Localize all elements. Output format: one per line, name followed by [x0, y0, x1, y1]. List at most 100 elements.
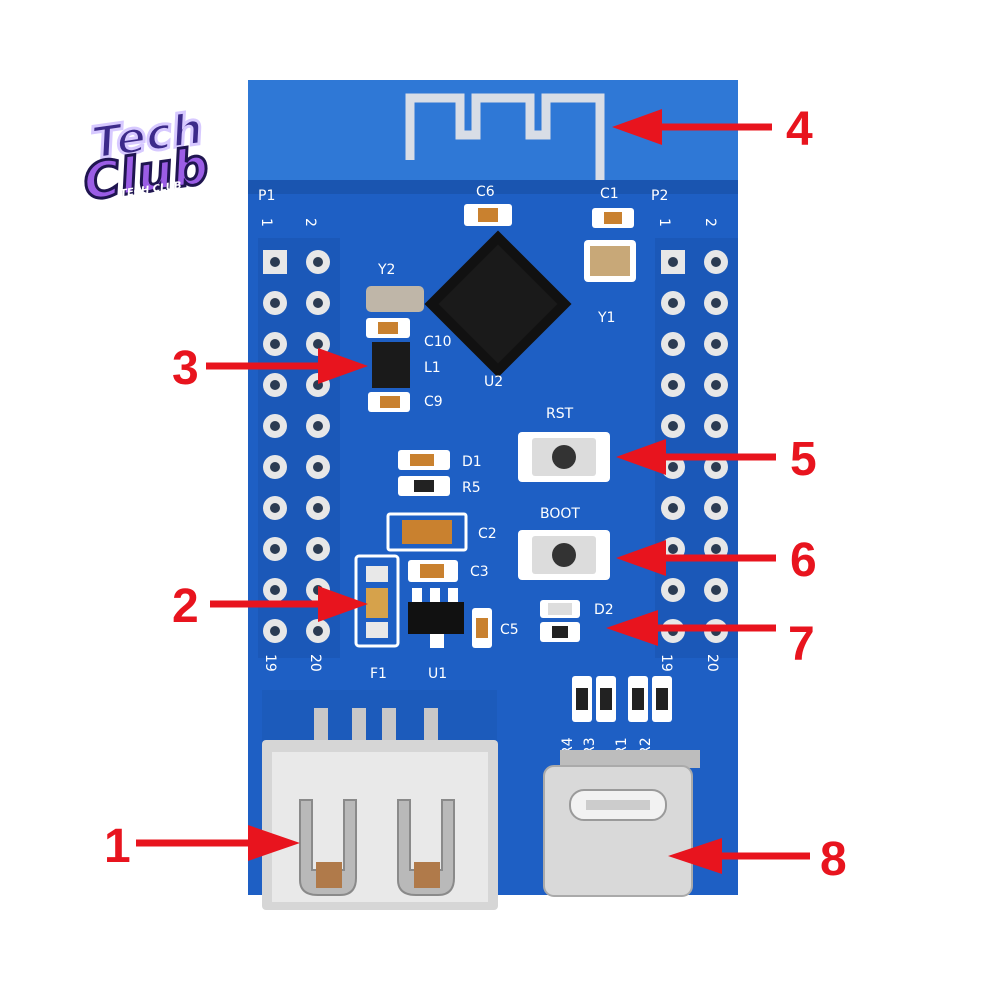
capacitor-c2	[386, 512, 468, 552]
reset-button[interactable]	[518, 432, 610, 482]
callout-3: 3	[172, 342, 368, 395]
tech-club-logo: Tech Club TECH CLUB	[78, 102, 213, 213]
label-c9: C9	[424, 394, 443, 410]
callout-5: 5	[616, 433, 817, 486]
p1-pin-hole	[270, 503, 280, 513]
usb-a-connector	[262, 708, 498, 910]
usb-c-connector	[543, 750, 700, 897]
resistor-array	[572, 676, 672, 722]
label-r5: R5	[462, 480, 481, 496]
label-c3: C3	[470, 564, 489, 580]
led-d1	[398, 450, 450, 470]
p2-pin-hole	[711, 462, 721, 472]
capacitor-c3	[408, 560, 458, 582]
label-boot: BOOT	[540, 506, 580, 522]
callout-2: 2	[172, 580, 368, 633]
capacitor-c1	[592, 208, 634, 228]
capacitor-c5	[472, 608, 492, 648]
p2-pin-hole	[668, 585, 678, 595]
p1-pin-hole	[313, 298, 323, 308]
label-d1: D1	[462, 454, 482, 470]
p2-pin-hole	[668, 462, 678, 472]
callout-6-label: 6	[790, 534, 817, 587]
p1-pin-hole	[313, 257, 323, 267]
p2-pin-hole	[711, 585, 721, 595]
callout-6: 6	[616, 534, 817, 587]
p2-pin-hole	[668, 544, 678, 554]
p2-pin-hole	[668, 339, 678, 349]
header-p2-label: P2	[651, 188, 668, 204]
capacitor-c10	[366, 318, 410, 338]
p1-pin-hole	[270, 544, 280, 554]
p2-pin-hole	[711, 421, 721, 431]
label-u1: U1	[428, 666, 447, 682]
p1-pin-hole	[270, 380, 280, 390]
p1-pin-hole	[313, 462, 323, 472]
p2-pin-hole	[711, 380, 721, 390]
p2-pin-hole	[668, 298, 678, 308]
crystal-y1	[584, 240, 636, 282]
p2-pin-hole	[668, 421, 678, 431]
label-rst: RST	[546, 406, 574, 422]
label-c10: C10	[424, 334, 452, 350]
p1-pin-hole	[313, 339, 323, 349]
p1-pin-hole	[313, 544, 323, 554]
p1-pin-hole	[270, 585, 280, 595]
p2-pin-hole	[711, 298, 721, 308]
label-u2: U2	[484, 374, 503, 390]
p2-pin-hole	[668, 503, 678, 513]
p1-pin-hole	[270, 298, 280, 308]
callout-4: 4	[612, 103, 813, 156]
boot-button[interactable]	[518, 530, 610, 580]
p2-pin-hole	[668, 257, 678, 267]
p2-pin-hole	[711, 544, 721, 554]
pcb-antenna-trace	[405, 93, 605, 180]
label-f1: F1	[370, 666, 387, 682]
p2-pin-2-label: 2	[702, 218, 718, 227]
callout-1-label: 1	[104, 820, 131, 873]
callout-8-label: 8	[820, 833, 847, 886]
p2-pin-20-label: 20	[704, 654, 720, 672]
callout-7-label: 7	[788, 618, 815, 671]
p1-pin-hole	[313, 503, 323, 513]
p2-pin-19-label: 19	[658, 654, 674, 672]
inductor-l1	[372, 342, 410, 388]
header-p1-label: P1	[258, 188, 275, 204]
p1-pin-hole	[313, 421, 323, 431]
callout-8: 8	[668, 833, 847, 886]
label-l1: L1	[424, 360, 441, 376]
p1-pin-hole	[270, 421, 280, 431]
p2-pin-hole	[668, 380, 678, 390]
chip-u2	[424, 230, 572, 378]
label-c5: C5	[500, 622, 519, 638]
p1-pin-20-label: 20	[307, 654, 323, 672]
label-y2: Y2	[377, 262, 395, 278]
callout-5-label: 5	[790, 433, 817, 486]
p2-pin-hole	[711, 503, 721, 513]
p1-pin-hole	[270, 257, 280, 267]
regulator-u1	[408, 588, 464, 648]
resistor-r5	[398, 476, 450, 496]
callout-4-label: 4	[786, 103, 813, 156]
label-c2: C2	[478, 526, 497, 542]
callout-1: 1	[104, 820, 300, 873]
callout-3-label: 3	[172, 342, 199, 395]
p1-pin-19-label: 19	[262, 654, 278, 672]
capacitor-c9	[368, 392, 410, 412]
label-c1: C1	[600, 186, 619, 202]
led-d2	[540, 600, 580, 642]
callout-7: 7	[606, 610, 815, 671]
crystal-y2	[366, 286, 424, 312]
p2-pin-hole	[711, 339, 721, 349]
label-y1: Y1	[597, 310, 615, 326]
label-c6: C6	[476, 184, 495, 200]
p2-pin-hole	[711, 257, 721, 267]
p1-pin-hole	[270, 462, 280, 472]
header-p1	[263, 250, 330, 643]
p1-pin-2-label: 2	[302, 218, 318, 227]
p1-pin-hole	[313, 626, 323, 636]
p2-pin-1-label: 1	[656, 218, 672, 227]
p1-pin-hole	[270, 339, 280, 349]
capacitor-c6	[464, 204, 512, 226]
